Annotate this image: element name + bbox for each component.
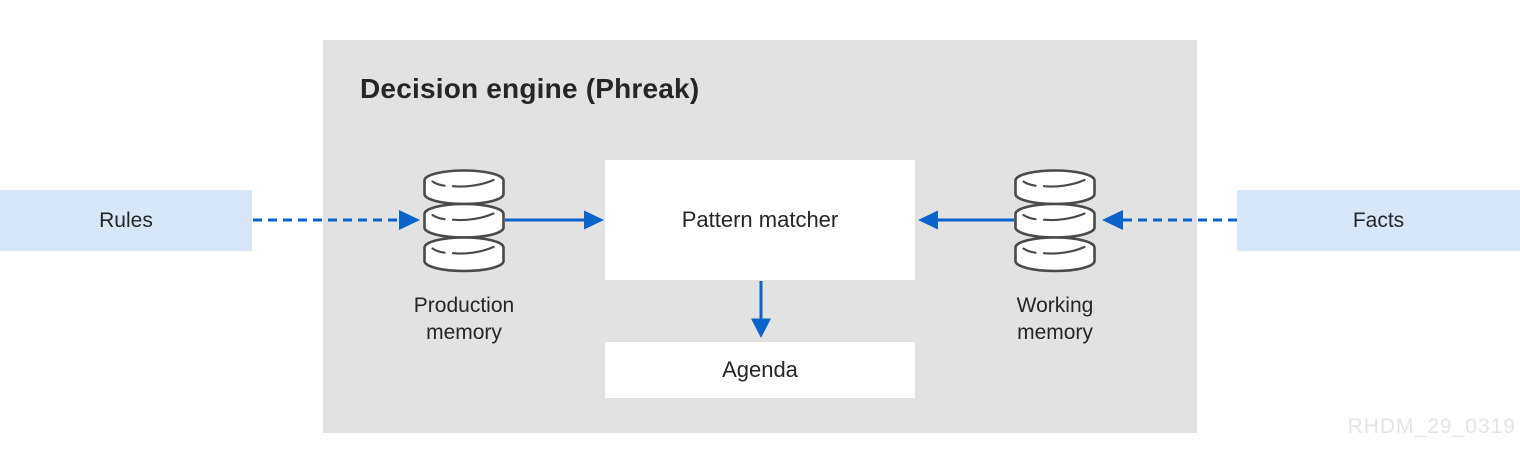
database-icon [423,169,505,273]
agenda-label: Agenda [722,357,798,382]
working-memory-label: Working memory [1016,294,1094,344]
database-icon [1014,169,1096,273]
agenda-node: Agenda [605,342,915,398]
decision-engine-title: Decision engine (Phreak) [360,73,700,104]
pattern-matcher-label: Pattern matcher [681,207,839,232]
production-memory-label: Production memory [413,294,515,344]
rules-node: Rules [0,190,252,251]
pattern-matcher-node: Pattern matcher [605,160,915,280]
facts-node: Facts [1237,190,1520,251]
watermark: RHDM_29_0319 [1347,415,1516,438]
facts-label: Facts [1352,208,1405,232]
rules-label: Rules [99,208,153,232]
